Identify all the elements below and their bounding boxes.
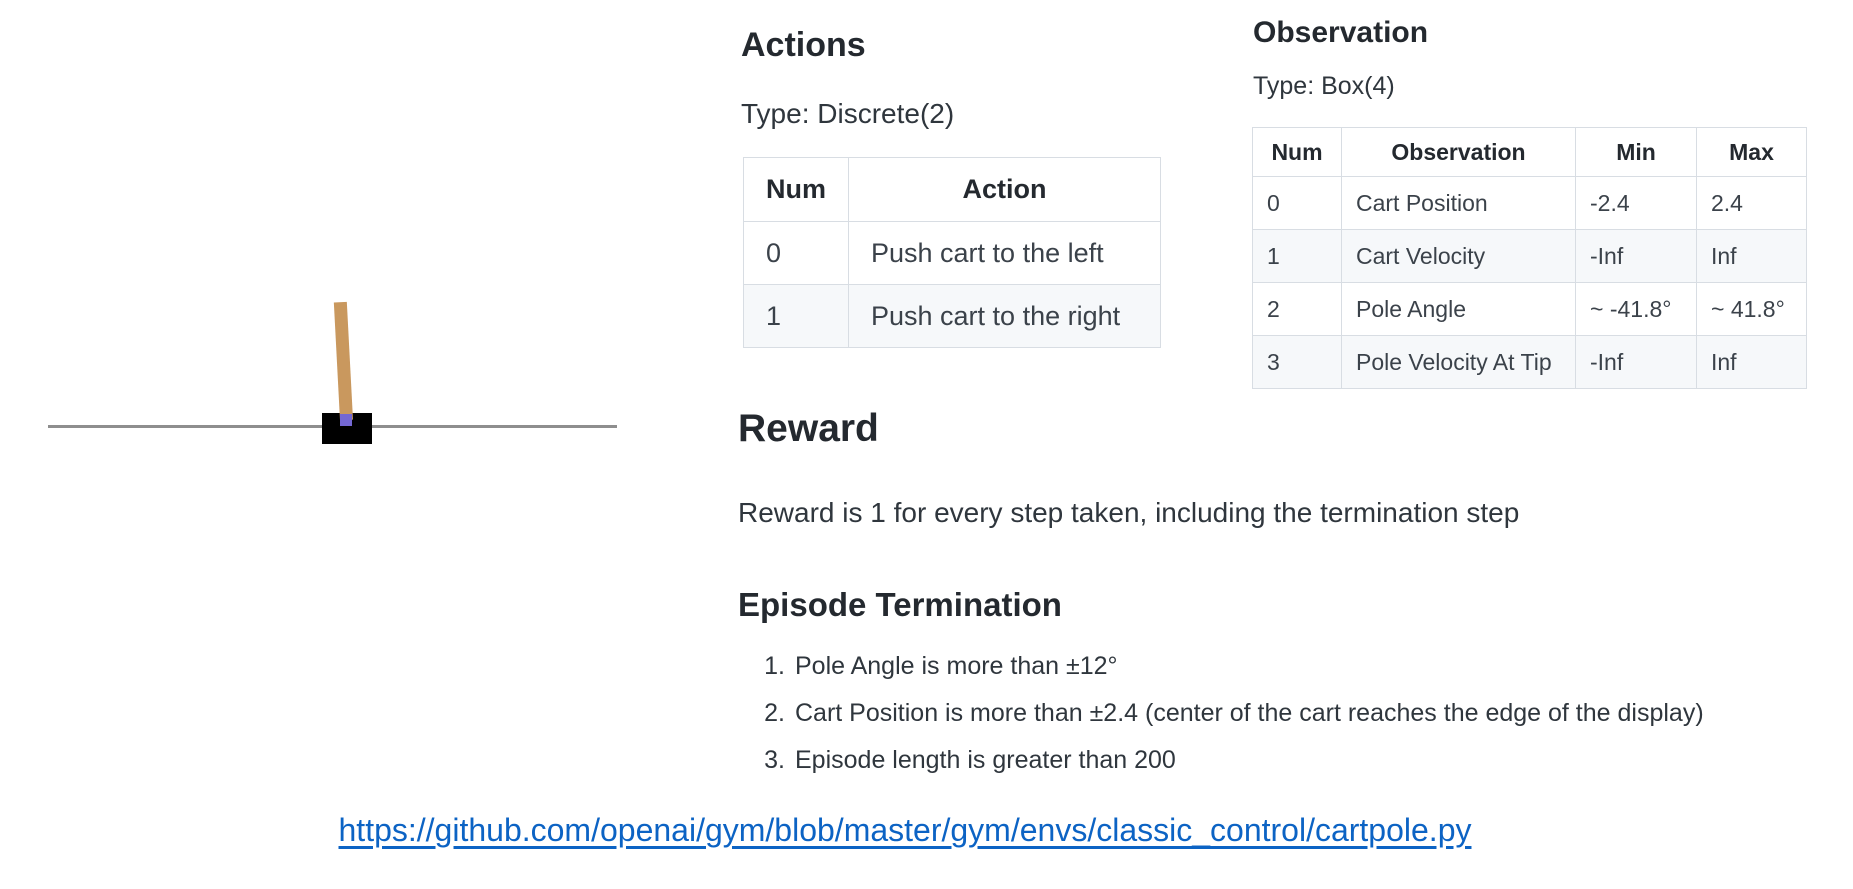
table-cell: Cart Position <box>1341 176 1576 230</box>
observation-table-row: 1 Cart Velocity -Inf Inf <box>1252 229 1807 283</box>
table-cell: 1 <box>743 284 849 348</box>
list-item-number: 1. <box>764 652 785 680</box>
observation-table-row: 0 Cart Position -2.4 2.4 <box>1252 176 1807 230</box>
observation-table-row: 2 Pole Angle ~ -41.8° ~ 41.8° <box>1252 282 1807 336</box>
observation-header-num: Num <box>1252 127 1342 177</box>
table-cell: -Inf <box>1575 229 1697 283</box>
actions-table-row: 0 Push cart to the left <box>743 221 1161 285</box>
actions-table-row: 1 Push cart to the right <box>743 284 1161 348</box>
footer: https://github.com/openai/gym/blob/maste… <box>0 812 1810 849</box>
actions-header-action: Action <box>848 157 1161 222</box>
actions-type-line: Type: Discrete(2) <box>741 98 955 129</box>
table-cell: Inf <box>1696 335 1807 389</box>
list-item-text: Cart Position is more than ±2.4 (center … <box>795 699 1704 727</box>
table-cell: Pole Velocity At Tip <box>1341 335 1576 389</box>
observation-heading: Observation <box>1253 16 1429 49</box>
list-item: 1. Pole Angle is more than ±12° <box>745 652 1704 699</box>
observation-header-max: Max <box>1696 127 1807 177</box>
list-item-number: 3. <box>764 746 785 774</box>
table-cell: -Inf <box>1575 335 1697 389</box>
table-cell: Push cart to the left <box>848 221 1161 285</box>
cartpole-pole <box>333 301 353 421</box>
observation-table-row: 3 Pole Velocity At Tip -Inf Inf <box>1252 335 1807 389</box>
list-item: 2. Cart Position is more than ±2.4 (cent… <box>745 699 1704 746</box>
observation-header-observation: Observation <box>1341 127 1576 177</box>
list-item: 3. Episode length is greater than 200 <box>745 746 1704 793</box>
table-cell: Push cart to the right <box>848 284 1161 348</box>
list-item-text: Episode length is greater than 200 <box>795 746 1176 774</box>
table-cell: 2 <box>1252 282 1342 336</box>
actions-header-num: Num <box>743 157 849 222</box>
table-cell: 1 <box>1252 229 1342 283</box>
episode-termination-list: 1. Pole Angle is more than ±12° 2. Cart … <box>745 652 1704 793</box>
github-cartpole-link[interactable]: https://github.com/openai/gym/blob/maste… <box>338 812 1472 848</box>
observation-header-min: Min <box>1575 127 1697 177</box>
table-cell: -2.4 <box>1575 176 1697 230</box>
observation-type-line: Type: Box(4) <box>1253 72 1395 100</box>
actions-table: Num Action 0 Push cart to the left 1 Pus… <box>743 157 1161 348</box>
actions-table-header-row: Num Action <box>743 157 1161 222</box>
table-cell: 0 <box>1252 176 1342 230</box>
table-cell: Inf <box>1696 229 1807 283</box>
table-cell: 3 <box>1252 335 1342 389</box>
reward-heading: Reward <box>738 407 879 450</box>
table-cell: 2.4 <box>1696 176 1807 230</box>
observation-table-header-row: Num Observation Min Max <box>1252 127 1807 177</box>
list-item-text: Pole Angle is more than ±12° <box>795 652 1118 680</box>
table-cell: ~ 41.8° <box>1696 282 1807 336</box>
episode-termination-heading: Episode Termination <box>738 586 1062 623</box>
cartpole-render <box>0 0 660 500</box>
actions-heading: Actions <box>741 26 866 64</box>
table-cell: ~ -41.8° <box>1575 282 1697 336</box>
observation-table: Num Observation Min Max 0 Cart Position … <box>1252 127 1807 389</box>
table-cell: Cart Velocity <box>1341 229 1576 283</box>
list-item-number: 2. <box>764 699 785 727</box>
cartpole-axle <box>340 414 352 426</box>
reward-body-text: Reward is 1 for every step taken, includ… <box>738 497 1520 528</box>
table-cell: Pole Angle <box>1341 282 1576 336</box>
table-cell: 0 <box>743 221 849 285</box>
